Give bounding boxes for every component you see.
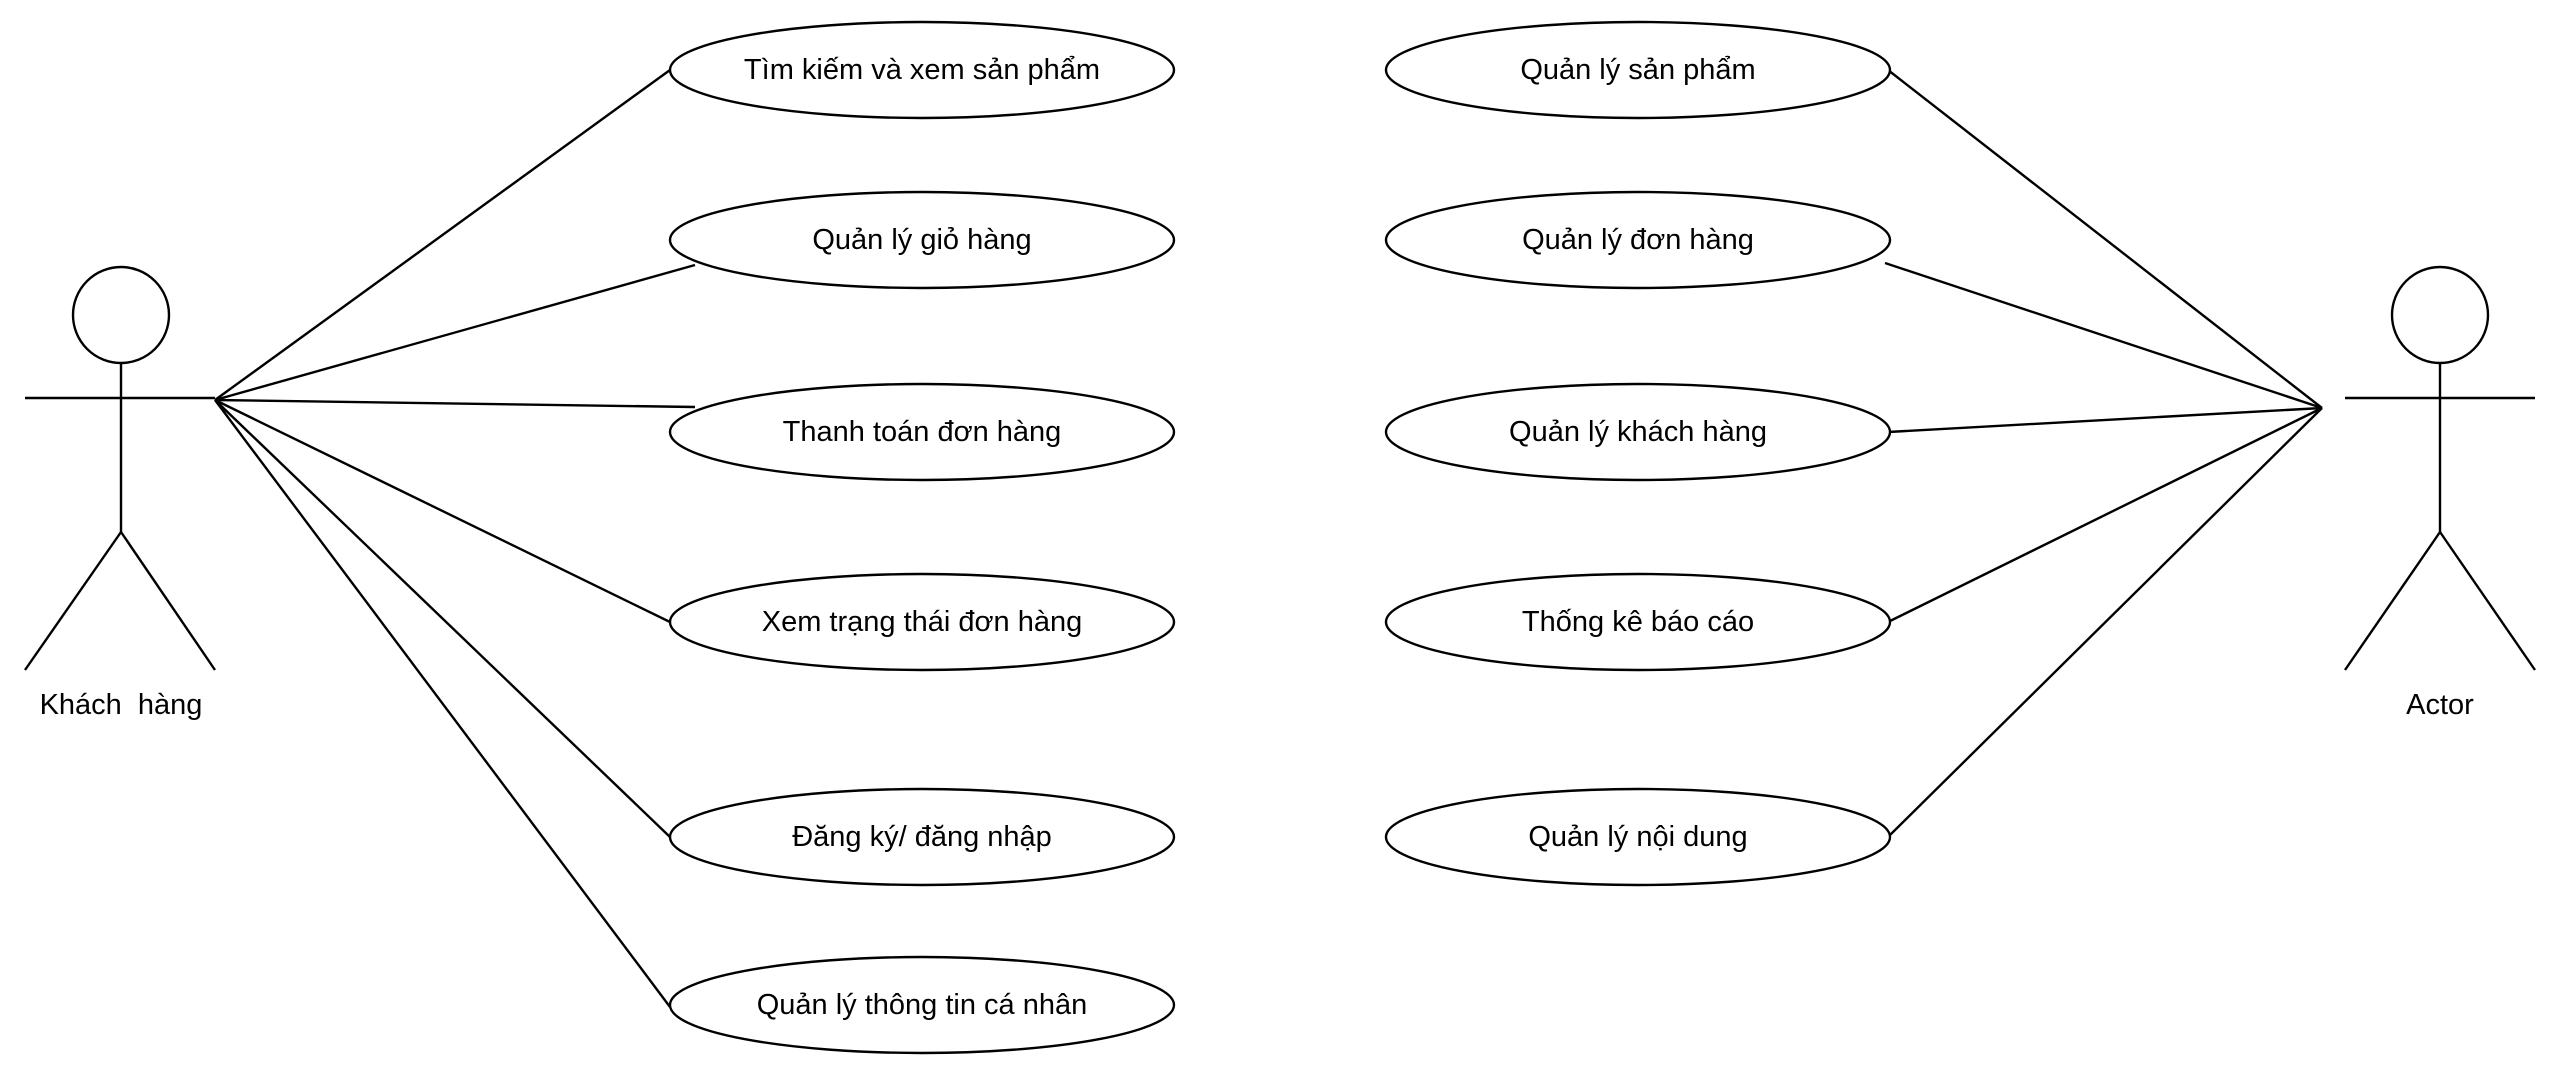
association-line [214,263,696,402]
use-case-ellipse [1384,190,1892,290]
use-case-manage-cart[interactable]: Quản lý giỏ hàng [668,190,1176,290]
use-case-order-status[interactable]: Xem trạng thái đơn hàng [668,572,1176,672]
use-case-ellipse [668,787,1176,887]
admin-associations [1884,69,2323,838]
use-case-search-products[interactable]: Tìm kiếm và xem sản phẩm [668,20,1176,120]
actor-leg-left [24,531,122,671]
use-case-ellipse [1384,382,1892,482]
use-case-manage-products[interactable]: Quản lý sản phẩm [1384,20,1892,120]
use-case-label: Quản lý khách hàng [1509,416,1767,448]
use-case-personal-info[interactable]: Quản lý thông tin cá nhân [668,955,1176,1055]
actor-leg-right [2439,531,2536,671]
use-case-label: Quản lý giỏ hàng [812,224,1031,256]
use-case-register-login[interactable]: Đăng ký/ đăng nhập [668,787,1176,887]
actor-customer[interactable]: Khách hàng [24,265,216,721]
use-case-ellipse [1384,20,1892,120]
use-case-manage-orders[interactable]: Quản lý đơn hàng [1384,190,1892,290]
use-case-label: Xem trạng thái đơn hàng [762,606,1083,638]
use-case-manage-customers[interactable]: Quản lý khách hàng [1384,382,1892,482]
actor-leg-left [2344,531,2441,671]
actor-admin-label: Actor [2406,689,2474,721]
actor-leg-right [120,531,216,671]
use-case-ellipse [668,190,1176,290]
use-case-label: Thống kê báo cáo [1522,606,1754,638]
use-case-ellipse [1384,572,1892,672]
association-line [214,398,671,624]
use-case-statistics-reports[interactable]: Thống kê báo cáo [1384,572,1892,672]
use-case-label: Thanh toán đơn hàng [783,416,1062,448]
use-case-label: Đăng ký/ đăng nhập [792,821,1052,853]
association-line [214,399,671,838]
actor-admin[interactable]: Actor [2344,265,2536,721]
use-case-ellipse [668,955,1176,1055]
use-case-manage-content[interactable]: Quản lý nội dung [1384,787,1892,887]
actor-customer-label: Khách hàng [40,689,203,721]
use-case-label: Tìm kiếm và xem sản phẩm [744,54,1100,86]
association-line [1887,406,2323,624]
association-line [214,398,696,409]
use-case-label: Quản lý sản phẩm [1520,54,1755,86]
use-case-ellipse [668,20,1176,120]
association-line [1887,406,2323,434]
use-case-ellipse [668,572,1176,672]
association-line [1887,407,2323,838]
use-case-ellipse [668,382,1176,482]
association-line [214,69,671,401]
association-line [1887,69,2323,409]
use-case-label: Quản lý thông tin cá nhân [757,989,1088,1021]
actor-head [71,265,171,365]
use-case-checkout[interactable]: Thanh toán đơn hàng [668,382,1176,482]
use-case-label: Quản lý nội dung [1528,821,1747,853]
use-case-label: Quản lý đơn hàng [1522,224,1754,256]
association-line [1884,261,2323,410]
actor-head [2390,265,2490,365]
association-line [214,399,671,1008]
customer-associations [214,69,696,1008]
use-case-ellipse [1384,787,1892,887]
